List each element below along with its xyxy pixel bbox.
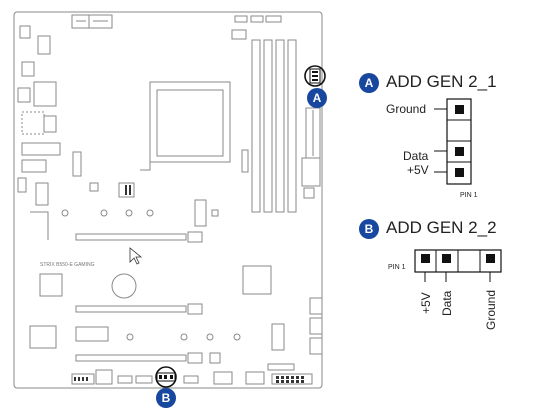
pin1-label: PIN 1 — [388, 264, 406, 271]
add-gen2-2-header-on-board — [155, 366, 177, 388]
m2-standoffs — [126, 333, 241, 341]
pin1-label: PIN 1 — [460, 192, 478, 199]
pin-data — [442, 254, 451, 263]
bottom-headers — [71, 363, 313, 385]
small-chip — [209, 352, 221, 364]
m2-slot — [271, 323, 285, 351]
dimm-slots — [241, 39, 297, 213]
chipset — [242, 265, 272, 295]
marker-a-badge: A — [307, 88, 327, 108]
add-gen2-2-pinout — [414, 249, 502, 282]
header-b-title: ADD GEN 2_2 — [386, 218, 497, 237]
top-fan-headers — [234, 15, 282, 23]
pin-5v — [455, 168, 464, 177]
sata-ports — [309, 297, 323, 355]
header-pins — [74, 185, 304, 383]
cursor-icon — [129, 247, 143, 265]
small-chip — [89, 182, 99, 192]
add-gen2-1-pinout — [434, 98, 472, 185]
pin-ground — [486, 254, 495, 263]
atx-power-connector — [301, 107, 321, 199]
pin-ground — [455, 105, 464, 114]
pcie-slot-2 — [75, 303, 203, 315]
small-header — [72, 151, 82, 177]
audio-chip — [29, 325, 57, 349]
pin-5v — [421, 254, 430, 263]
small-chip — [118, 182, 135, 198]
small-chip — [231, 29, 247, 40]
audio-chip — [39, 273, 63, 297]
rear-io — [17, 25, 61, 240]
header-a-title: ADD GEN 2_1 — [386, 72, 497, 91]
pin-data — [455, 147, 464, 156]
pin-label-5v: +5V — [407, 163, 429, 177]
cpu-power-connector — [71, 14, 113, 29]
pin-label-ground: Ground — [484, 289, 498, 330]
pin-label-data: Data — [440, 290, 454, 316]
pin-label-ground: Ground — [386, 102, 427, 116]
small-chip — [75, 326, 109, 342]
m2-standoffs — [61, 199, 219, 227]
pcie-slot-3 — [75, 352, 203, 364]
marker-b-badge: B — [156, 388, 176, 408]
header-b-badge: B — [359, 219, 379, 239]
pcie-slot-1 — [75, 231, 203, 243]
add-gen2-1-header-on-board — [304, 65, 326, 87]
pin-label-data: Data — [403, 149, 429, 163]
cpu-socket — [140, 81, 231, 171]
battery — [111, 273, 137, 299]
board-model-text: STRIX B550-E GAMING — [40, 262, 95, 268]
pin-label-5v: +5V — [419, 292, 433, 314]
header-a-badge: A — [359, 73, 379, 93]
